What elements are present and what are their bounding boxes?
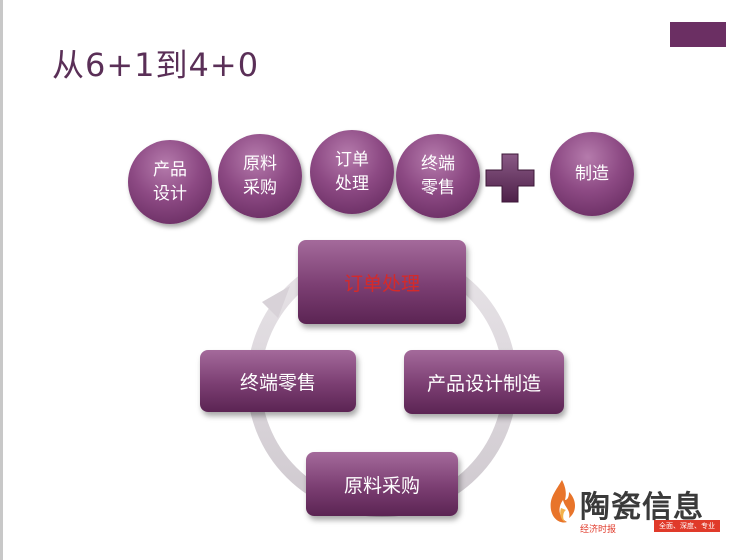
logo-name: 陶瓷信息 (580, 490, 704, 525)
logo-subtitle: 经济时报 (580, 525, 617, 535)
circle-order-processing: 订单处理 (310, 130, 394, 214)
flame-logo-icon (550, 480, 575, 523)
circle-terminal-retail: 终端零售 (396, 134, 480, 218)
circle-label: 产品设计 (153, 160, 187, 204)
circle-material-purchase: 原料采购 (218, 134, 302, 218)
circle-label: 原料采购 (243, 154, 277, 198)
plus-icon (485, 153, 535, 203)
slide-edge (0, 0, 3, 560)
circle-manufacturing: 制造 (550, 132, 634, 216)
cycle-arrow-icon (262, 286, 290, 318)
corner-decoration (670, 22, 726, 47)
slide-title: 从6+1到4+0 (52, 46, 260, 84)
cycle-box-left: 终端零售 (200, 350, 356, 412)
cycle-box-bottom: 原料采购 (306, 452, 458, 516)
logo-tagline: 全面、深度、专业 (654, 520, 720, 532)
cycle-box-top: 订单处理 (298, 240, 466, 324)
circle-label: 订单处理 (335, 150, 369, 194)
circle-label: 制造 (575, 164, 609, 184)
circle-label: 终端零售 (421, 154, 455, 198)
circle-product-design: 产品设计 (128, 140, 212, 224)
cycle-box-right: 产品设计制造 (404, 350, 564, 414)
